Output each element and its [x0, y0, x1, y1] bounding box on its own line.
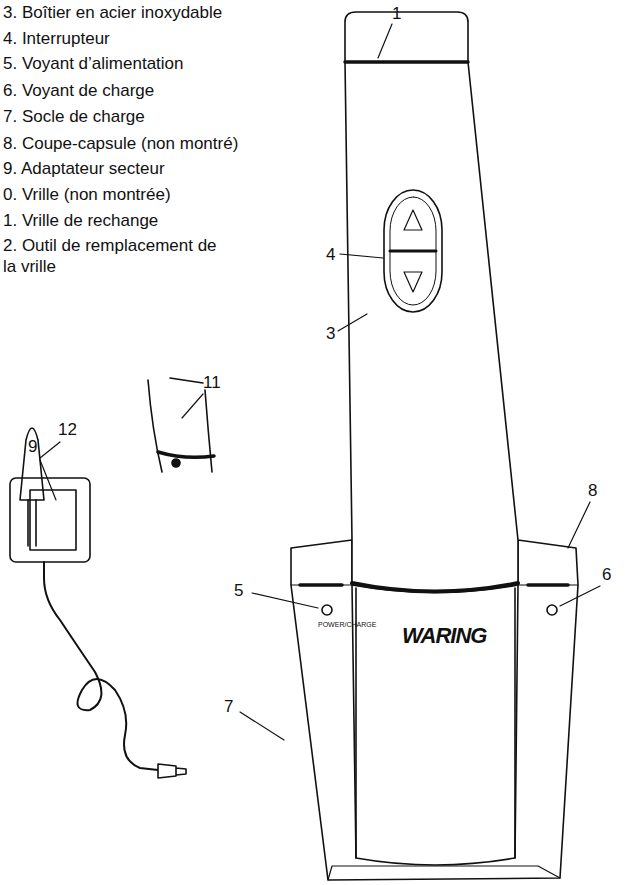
adapter-cable [44, 562, 158, 770]
cap-band [345, 60, 468, 64]
part-list-item: 1. Vrille de rechange [3, 210, 158, 231]
callout-number: 4 [326, 244, 335, 265]
part-list-item: 6. Voyant de charge [3, 80, 154, 101]
callout-number: 9 [28, 436, 37, 457]
part-list-item: 7. Socle de charge [3, 106, 145, 127]
callout-number: 7 [224, 696, 233, 717]
body-band [352, 583, 518, 592]
leader-lines [40, 24, 600, 740]
auger-dot [172, 459, 180, 467]
switch-up [404, 210, 422, 230]
switch-inner [390, 197, 436, 305]
callout-number: 6 [602, 564, 611, 585]
callout-number: 3 [326, 323, 335, 344]
stainless-body [345, 62, 518, 593]
brand-logo: WARING [402, 622, 486, 650]
charging-base [291, 540, 578, 880]
auger-band [158, 452, 214, 457]
panel-text: POWER/CHARGE [318, 620, 376, 629]
part-list-item: 2. Outil de remplacement de la vrille [3, 235, 218, 277]
part-list-item: 0. Vrille (non montrée) [3, 184, 171, 205]
callout-number: 11 [203, 372, 221, 393]
callout-number: 8 [588, 480, 597, 501]
callout-number: 12 [58, 419, 77, 440]
switch-divider [390, 250, 436, 253]
part-list-item: 8. Coupe-capsule (non montré) [3, 133, 238, 154]
top-cap [345, 12, 468, 62]
part-list-item: 4. Interrupteur [3, 28, 110, 49]
power-light [322, 605, 332, 615]
switch-down [404, 272, 422, 292]
ac-adapter [10, 478, 90, 562]
part-list-item: 9. Adaptateur secteur [3, 158, 165, 179]
part-list-item: 5. Voyant d’alimentation [3, 53, 184, 74]
callout-number: 1 [392, 3, 401, 24]
part-list-item: 3. Boîtier en acier inoxydable [3, 2, 222, 23]
body-lower [356, 588, 515, 858]
callout-number: 5 [234, 580, 243, 601]
dc-plug [158, 764, 186, 778]
adapter-face [30, 490, 76, 550]
base-bottom [328, 866, 560, 880]
charge-light [547, 605, 557, 615]
power-switch [384, 190, 442, 312]
